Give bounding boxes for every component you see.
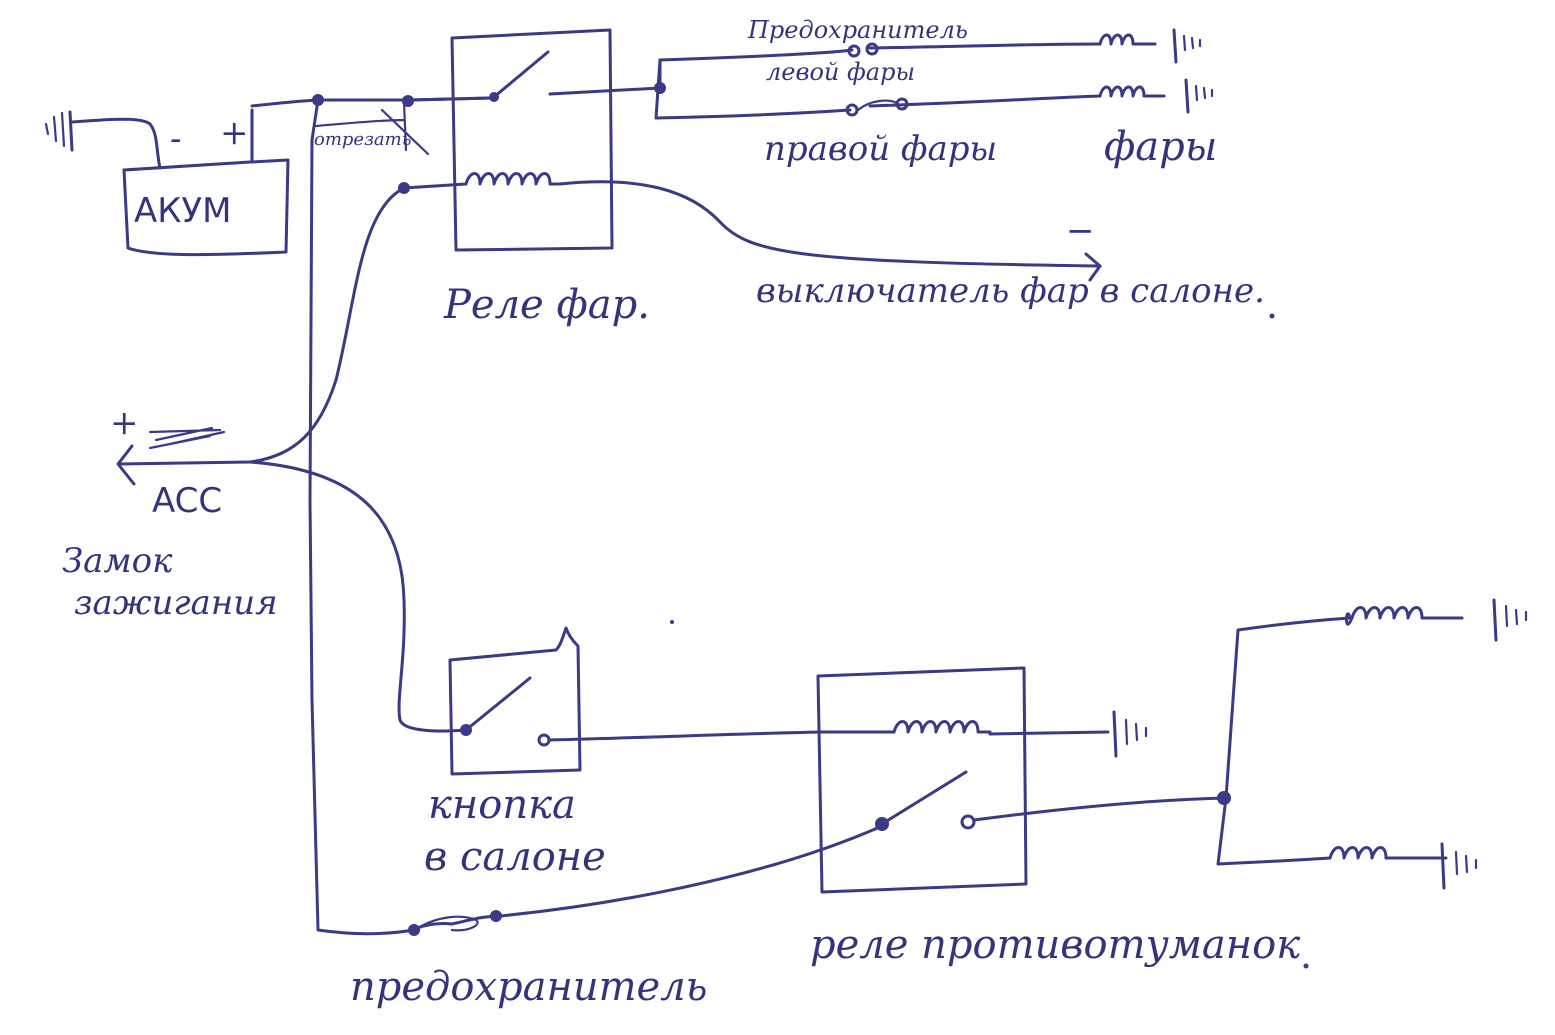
ignition-acc: + ACC Замок зажигания (62, 186, 406, 623)
battery-plus-label: + (220, 113, 249, 153)
acc-to-button-wire (248, 460, 468, 733)
battery-ground-symbol (44, 110, 162, 170)
battery-block: АКУМ - + (122, 108, 290, 257)
fog-left-filament (1345, 606, 1464, 626)
button-label-line1: кнопка (428, 782, 576, 828)
headlights-label: фары (1104, 124, 1217, 170)
fog-relay-label: реле противотуманок (810, 922, 1300, 968)
fuse-top-label: Предохранитель (747, 16, 968, 44)
junction-dot (654, 82, 666, 94)
junction-dot (1217, 791, 1231, 805)
fog-light-branches (1216, 598, 1528, 890)
fuse-left-terminal (847, 44, 861, 58)
cut-note: отрезать (314, 100, 430, 156)
left-headlight-label: левой фары (766, 58, 915, 86)
junction-dot (312, 94, 324, 106)
cut-label: отрезать (314, 129, 412, 150)
left-headlight-filament (1098, 33, 1157, 46)
fog-relay-contact-terminal (960, 814, 976, 830)
fuse-left-terminal (865, 42, 879, 56)
battery-minus-label: - (170, 119, 182, 159)
fuse-bottom-terminal (490, 910, 502, 922)
cabin-switch-label: выключатель фар в салоне. (756, 271, 1265, 311)
button-label-line2: в салоне (424, 834, 606, 880)
fuse-right-terminal (845, 103, 859, 117)
fuse-bottom-label: предохранитель (350, 964, 707, 1010)
cabin-button: кнопка в салоне (424, 626, 824, 880)
relay-coil (464, 172, 560, 186)
headlight-branches: Предохранитель левой фары правой фары фа… (654, 16, 1217, 170)
fog-light-relay: реле противотуманок (810, 666, 1300, 968)
bottom-fuse-circuit: предохранитель (350, 824, 884, 1010)
right-headlight-filament (1098, 85, 1166, 98)
headlight-relay-label: Реле фар. (443, 282, 650, 328)
acc-plus-label: + (110, 403, 139, 443)
acc-label: ACC (152, 481, 222, 521)
right-headlight-label: правой фары (764, 129, 997, 169)
ignition-lock-label-line1: Замок (62, 541, 173, 581)
fog-right-filament (1328, 846, 1448, 860)
fog-relay-coil (892, 720, 992, 734)
stray-mark (1269, 313, 1275, 319)
battery-label: АКУМ (134, 191, 231, 231)
fuse-bottom-terminal (408, 924, 420, 936)
minus-mark: − (1066, 211, 1095, 251)
stray-mark (670, 620, 674, 624)
stray-mark (1303, 963, 1309, 969)
ignition-lock-label-line2: зажигания (74, 583, 278, 623)
headlight-relay: − Реле фар. выключатель фар в салоне. (402, 28, 1265, 328)
